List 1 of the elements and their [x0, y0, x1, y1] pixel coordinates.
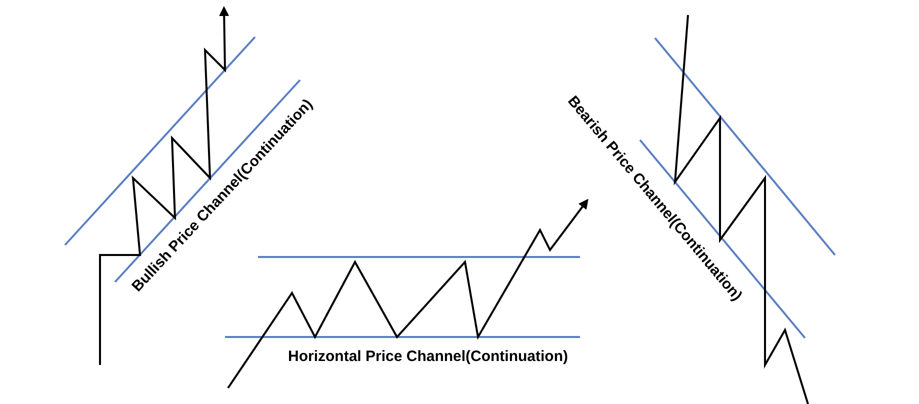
- pattern-caption: Horizontal Price Channel(Continuation): [288, 348, 568, 364]
